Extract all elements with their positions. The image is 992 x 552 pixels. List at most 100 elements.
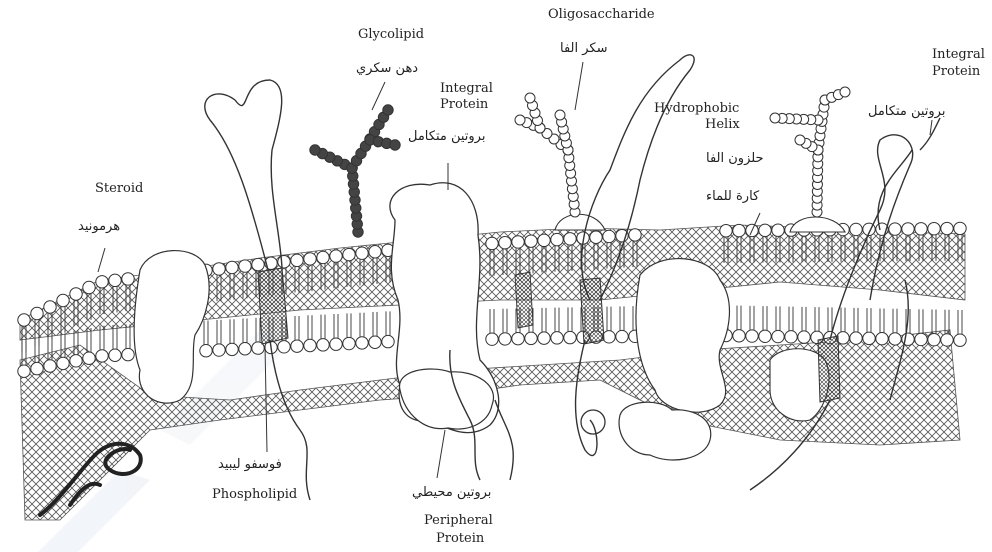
globular-protein-left [134,251,209,404]
phospholipid-head [330,338,342,350]
phospholipid-head [538,332,550,344]
sugar-bead [555,110,565,120]
phospholipid-head [954,334,966,346]
phospholipid-head [551,332,563,344]
integral-protein-label-ar-1: بروتين متكامل [408,129,485,144]
integral-protein-label-en-3: Integral [932,47,985,62]
steroid-label-en: Steroid [95,181,143,196]
phospholipid-head [57,294,69,306]
phospholipid-head [18,365,30,377]
peripheral-label-ar: بروتين محيطي [412,485,491,500]
helix-label-en-1: Hydrophobic [654,101,739,116]
phospholipid-head [902,223,914,235]
phospholipid-head [876,332,888,344]
phospholipid-head [382,335,394,347]
hydrophobic-helix-3 [818,336,840,402]
phospholipid-head [525,332,537,344]
phospholipid-head [629,229,641,241]
phospholipid-head [122,273,134,285]
sugar-bead [515,115,525,125]
hydrophobic-helix-4 [515,272,533,328]
phospholipid-head [798,331,810,343]
phospholipid-head [200,345,212,357]
peripheral-label-en-1: Peripheral [424,513,493,528]
phospholipid-head [928,222,940,234]
phospholipid-head [499,333,511,345]
phospholipid-head [590,231,602,243]
phospholipid-head [564,331,576,343]
phospholipid-head [785,331,797,343]
phospholipid-head [746,330,758,342]
integral-protein-label-en-2: Protein [440,97,489,112]
phospholipid-head [18,314,30,326]
phospholipid-head [850,332,862,344]
phospholipid-head [616,330,628,342]
phospholipid-label-en: Phospholipid [212,487,297,502]
phospholipid-head [44,301,56,313]
phospholipid-head [109,274,121,286]
glycolipid-sugar-chain [310,105,400,237]
phospholipid-head [733,224,745,236]
phospholipid-head [252,258,264,270]
phospholipid-head [486,333,498,345]
phospholipid-head [772,224,784,236]
phospholipid-head [31,307,43,319]
phospholipid-head [31,362,43,374]
phospholipid-head [317,339,329,351]
integral-protein-label-en-4: Protein [932,64,981,79]
sugar-bead [840,87,850,97]
hydrophobic-helix-2 [580,278,604,344]
phospholipid-head [603,230,615,242]
phospholipid-head [915,223,927,235]
phospholipid-head [213,263,225,275]
glycolipid-label-en: Glycolipid [358,27,424,42]
oligosaccharide-chain [515,93,580,217]
sugar-bead [795,135,805,145]
integral-protein-label-ar-2: بروتين متكامل [868,104,945,119]
surface-bump-right [790,217,845,232]
helix-label-ar-2: كارة للماء [706,189,760,204]
phospholipid-head [512,236,524,248]
phospholipid-head [96,350,108,362]
phospholipid-head [291,340,303,352]
phospholipid-head [759,224,771,236]
phospholipid-head [83,352,95,364]
integral-protein-label-en-1: Integral [440,81,493,96]
glycoprotein-chain-right [770,87,850,217]
oligosaccharide-label-en: Oligosaccharide [548,7,655,22]
peripheral-label-en-2: Protein [436,531,485,546]
phospholipid-head [850,223,862,235]
phospholipid-head [525,235,537,247]
phospholipid-head [538,234,550,246]
phospholipid-head [226,343,238,355]
phospholipid-head [57,357,69,369]
phospholipid-head [720,225,732,237]
phospholipid-head [278,341,290,353]
phospholipid-head [109,349,121,361]
phospholipid-head [239,343,251,355]
sugar-bead [383,105,393,115]
phospholipid-head [122,348,134,360]
sugar-bead [525,93,535,103]
phospholipid-head [889,223,901,235]
phospholipid-head [356,247,368,259]
helix-label-ar-1: حلزون الفا [706,151,764,166]
phospholipid-head [941,334,953,346]
phospholipid-head [317,251,329,263]
phospholipid-head [44,360,56,372]
phospholipid-head [343,337,355,349]
phospholipid-head [70,288,82,300]
phospholipid-head [941,222,953,234]
phospholipid-head [291,254,303,266]
phospholipid-head [551,233,563,245]
helix-label-en-2: Helix [705,117,740,132]
phospholipid-head [330,250,342,262]
oligosaccharide-label-ar: سكر الفا [560,41,608,56]
phospholipid-head [733,330,745,342]
phospholipid-head [304,253,316,265]
sugar-bead [390,140,400,150]
phospholipid-head [954,222,966,234]
phospholipid-head [863,332,875,344]
